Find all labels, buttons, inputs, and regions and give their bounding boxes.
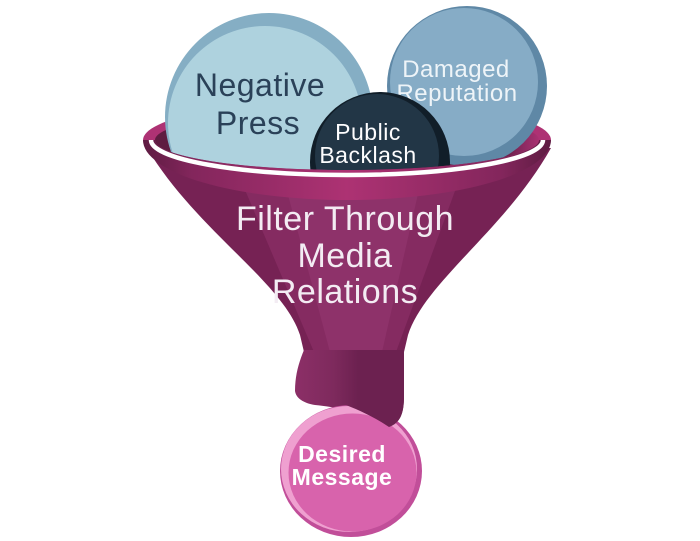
negative-press-face bbox=[168, 26, 362, 170]
funnel-cone bbox=[147, 148, 551, 352]
funnel-label: Filter Through Media Relations bbox=[236, 200, 454, 311]
funnel-rim-stripe bbox=[148, 139, 546, 178]
bubble-public-backlash: Public Backlash bbox=[310, 92, 450, 170]
desired-message-face bbox=[288, 413, 417, 532]
desired-message-label-line2: Message bbox=[292, 464, 393, 490]
funnel-spout-drape bbox=[341, 380, 404, 427]
damaged-reputation-label-line1: Damaged bbox=[402, 56, 510, 83]
funnel-label-line1: Filter Through bbox=[236, 200, 454, 238]
funnel-cone-shade-center bbox=[276, 150, 428, 352]
desired-message-label-line1: Desired bbox=[298, 441, 386, 467]
public-backlash-face bbox=[315, 94, 439, 170]
input-bubbles: Negative Press Damaged Reputation Public… bbox=[165, 6, 547, 170]
bubble-desired-message: Desired Message bbox=[280, 405, 422, 537]
funnel-rim-front-band bbox=[143, 140, 551, 200]
negative-press-label-line1: Negative bbox=[195, 67, 325, 103]
public-backlash-label-line2: Backlash bbox=[319, 142, 416, 168]
public-backlash-label-line1: Public bbox=[335, 119, 401, 145]
funnel-label-line3: Relations bbox=[272, 273, 418, 311]
funnel-label-line2: Media bbox=[297, 237, 392, 275]
negative-press-label-line2: Press bbox=[216, 105, 300, 141]
